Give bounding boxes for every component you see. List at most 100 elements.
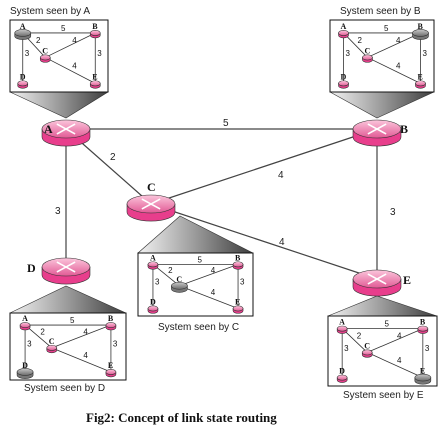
mini-link-C-E (367, 57, 421, 84)
mini-router-A (147, 261, 159, 270)
mini-router-A (14, 29, 32, 40)
mini-weight-C-E: 4 (397, 356, 402, 365)
view-title-B: System seen by B (340, 6, 421, 17)
view-cone-A (9, 91, 110, 119)
link-weight-C-E: 4 (279, 237, 285, 248)
mini-weight-A-D: 3 (344, 344, 349, 353)
mini-router-label-B: B (92, 22, 98, 31)
link-weight-A-C: 2 (110, 152, 116, 163)
view-title-C: System seen by C (158, 322, 239, 333)
mini-weight-C-E: 4 (211, 288, 216, 297)
mini-router-E (232, 305, 244, 314)
mini-router-label-E: E (417, 72, 422, 81)
mini-router-C (46, 344, 58, 354)
link-C-B (150, 128, 378, 205)
mini-weight-C-E: 4 (72, 61, 77, 70)
mini-weight-B-E: 3 (113, 340, 118, 349)
mini-router-C (361, 349, 373, 358)
router-B (352, 119, 402, 147)
figure-caption: Fig2: Concept of link state routing (86, 410, 277, 425)
link-weight-A-B: 5 (223, 118, 229, 129)
mini-router-D (336, 374, 348, 383)
mini-weight-A-C: 2 (357, 332, 362, 341)
mini-weight-A-C: 2 (168, 266, 173, 275)
mini-router-C (362, 54, 373, 63)
mini-weight-A-D: 3 (155, 277, 160, 286)
mini-router-label-E: E (108, 361, 113, 370)
mini-router-B (105, 322, 117, 331)
mini-weight-A-B: 5 (70, 316, 75, 325)
router-label-B: B (400, 122, 408, 136)
mini-router-E (105, 369, 117, 378)
mini-link-C-E (179, 285, 239, 309)
mini-weight-C-B: 4 (397, 332, 402, 341)
mini-router-label-E: E (235, 297, 240, 306)
mini-router-C (171, 281, 188, 293)
mini-router-label-A: A (22, 314, 28, 323)
router-label-A: A (44, 122, 53, 136)
link-weight-B-E: 3 (390, 207, 396, 218)
mini-router-label-D: D (341, 72, 347, 81)
mini-weight-A-C: 2 (36, 36, 41, 45)
mini-router-label-D: D (150, 297, 156, 306)
mini-router-label-C: C (49, 337, 55, 346)
link-weight-C-B: 4 (278, 170, 284, 181)
mini-weight-B-E: 3 (422, 49, 427, 58)
mini-router-D (147, 305, 159, 314)
link-C-E (150, 203, 378, 280)
view-cone-D (9, 285, 127, 314)
mini-weight-A-B: 5 (61, 24, 66, 33)
mini-weight-C-B: 4 (211, 266, 216, 275)
mini-router-label-B: B (420, 318, 426, 327)
mini-weight-C-E: 4 (396, 61, 401, 70)
view-cone-B (329, 91, 435, 119)
mini-weight-A-B: 5 (384, 24, 389, 33)
mini-link-C-B (179, 263, 239, 287)
mini-router-label-A: A (339, 318, 345, 327)
mini-router-D (17, 80, 29, 89)
mini-weight-A-C: 2 (357, 36, 362, 45)
mini-weight-A-B: 5 (385, 320, 390, 329)
mini-weight-A-D: 3 (27, 340, 32, 349)
mini-link-C-E (367, 352, 423, 378)
mini-weight-A-C: 2 (40, 327, 45, 336)
router-D (41, 257, 91, 285)
mini-router-label-B: B (417, 22, 423, 31)
mini-weight-A-B: 5 (198, 255, 203, 264)
mini-router-label-A: A (150, 253, 156, 262)
mini-link-C-B (367, 328, 423, 353)
mini-weight-B-E: 3 (425, 344, 430, 353)
mini-router-E (415, 80, 426, 89)
mini-router-E (414, 373, 432, 385)
router-A (41, 119, 91, 147)
mini-router-C (39, 54, 51, 63)
mini-router-label-B: B (235, 253, 241, 262)
mini-router-B (412, 29, 429, 40)
mini-router-label-C: C (176, 275, 182, 284)
mini-router-A (336, 325, 348, 334)
mini-weight-A-D: 3 (25, 49, 30, 58)
mini-router-label-C: C (364, 341, 370, 350)
mini-router-label-D: D (22, 361, 28, 370)
mini-link-C-B (51, 324, 112, 349)
mini-weight-C-B: 4 (72, 36, 77, 45)
mini-link-C-B (367, 32, 421, 58)
view-title-D: System seen by D (24, 383, 105, 394)
mini-router-label-A: A (341, 22, 347, 31)
mini-router-label-C: C (364, 46, 370, 55)
mini-weight-C-B: 4 (396, 36, 401, 45)
mini-router-label-E: E (420, 367, 425, 376)
router-E (352, 269, 402, 297)
mini-router-B (417, 325, 429, 334)
mini-weight-A-D: 3 (346, 49, 351, 58)
link-weight-A-D: 3 (55, 206, 61, 217)
mini-router-A (19, 322, 31, 331)
mini-router-E (89, 80, 101, 89)
router-label-D: D (27, 261, 36, 275)
view-cone-E (327, 295, 438, 317)
